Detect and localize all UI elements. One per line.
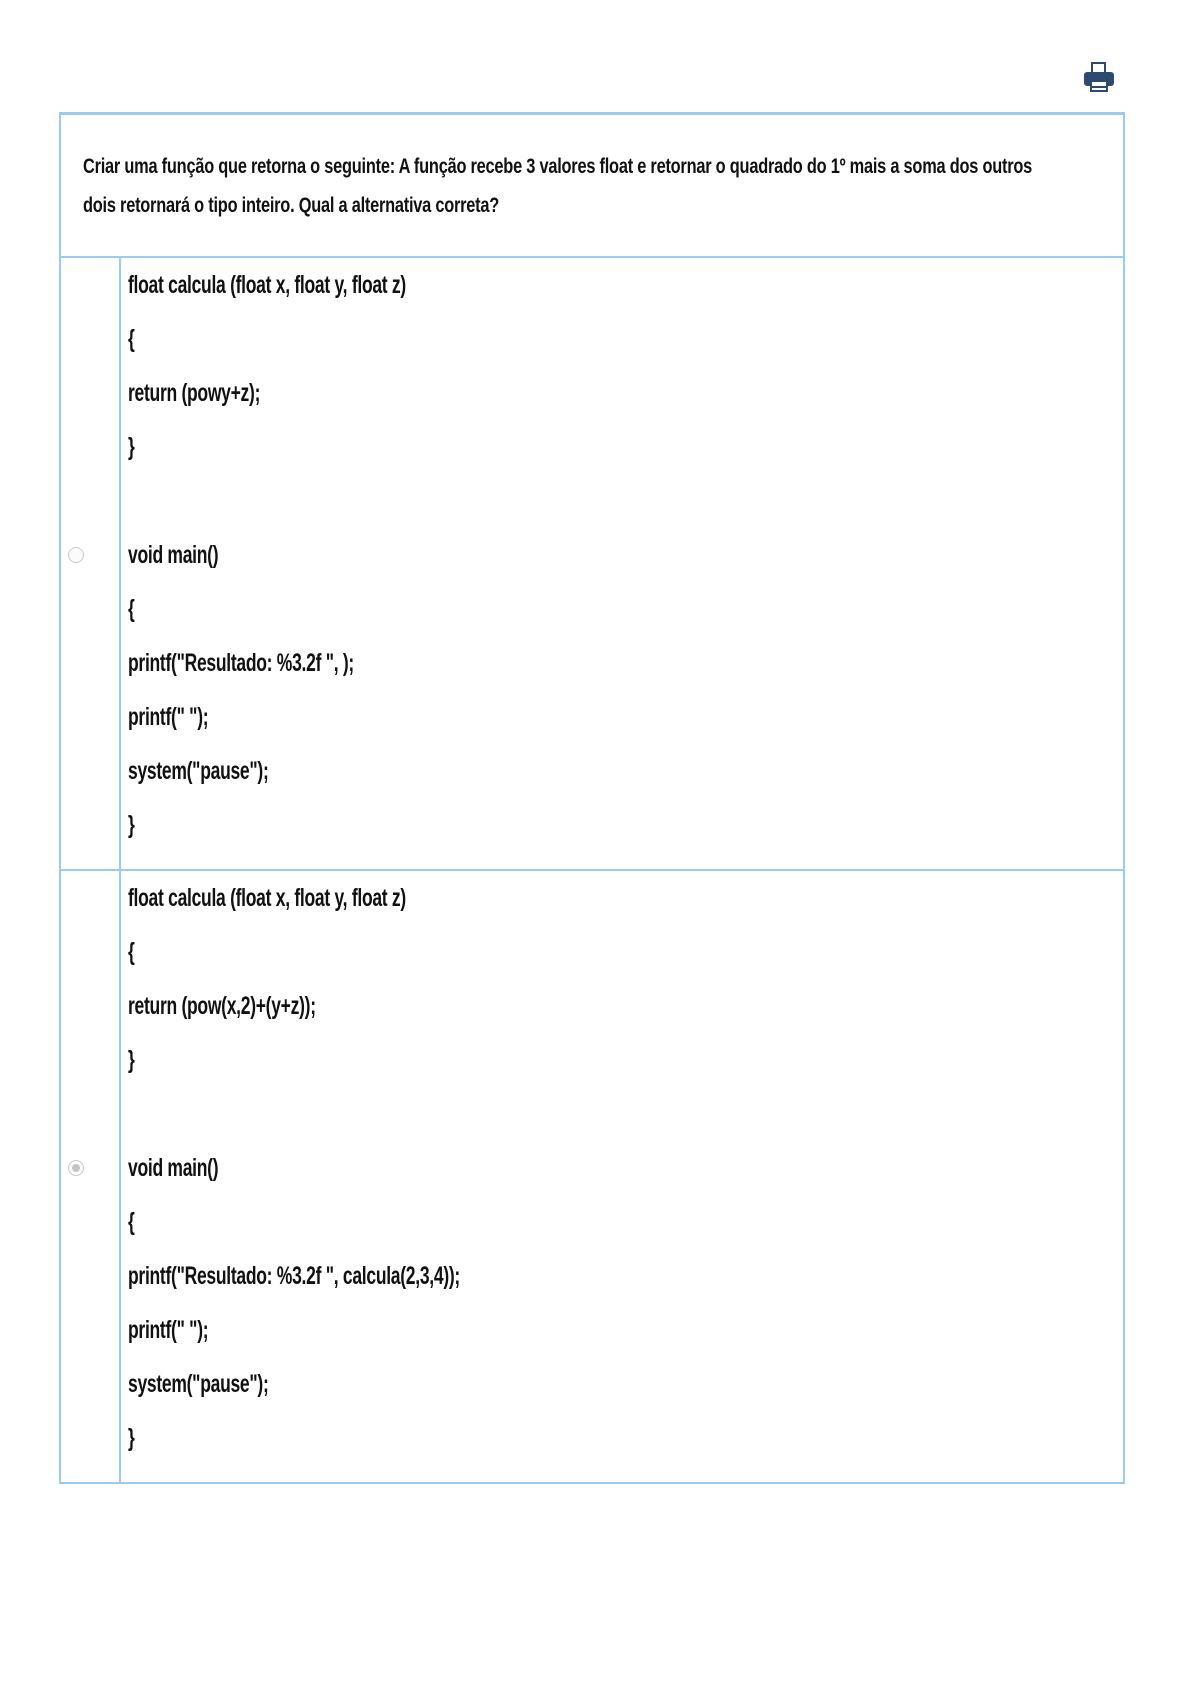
code-line: float calcula (float x, float y, float z…	[128, 884, 406, 912]
code-line: }	[128, 1424, 135, 1452]
question-line: dois retornará o tipo inteiro. Qual a al…	[83, 194, 500, 217]
code-line: {	[128, 325, 135, 353]
code-line: return (powy+z);	[128, 379, 261, 407]
code-line: void main()	[128, 1154, 219, 1182]
code-line: {	[128, 938, 135, 966]
answer-option-2[interactable]: float calcula (float x, float y, float z…	[61, 869, 1123, 1482]
answer-radio[interactable]	[68, 1160, 84, 1176]
printer-icon[interactable]	[1082, 60, 1116, 94]
code-line: {	[128, 595, 135, 623]
code-line: return (pow(x,2)+(y+z));	[128, 992, 316, 1020]
code-line: void main()	[128, 541, 219, 569]
code-line: }	[128, 1046, 135, 1074]
code-line: printf("Resultado: %3.2f ", );	[128, 649, 354, 677]
question-line: Criar uma função que retorna o seguinte:…	[83, 155, 1033, 178]
code-line	[128, 1087, 460, 1141]
question-text: Criar uma função que retorna o seguinte:…	[83, 147, 1032, 225]
code-line: float calcula (float x, float y, float z…	[128, 271, 406, 299]
question-header: Criar uma função que retorna o seguinte:…	[61, 115, 1123, 258]
answer-code: float calcula (float x, float y, float z…	[121, 871, 602, 1482]
code-line: printf(" ");	[128, 1316, 209, 1344]
code-line: system("pause");	[128, 1370, 269, 1398]
code-line: system("pause");	[128, 757, 269, 785]
radio-column	[61, 258, 121, 869]
code-line: }	[128, 811, 135, 839]
code-line: {	[128, 1208, 135, 1236]
question-card: Criar uma função que retorna o seguinte:…	[59, 112, 1125, 1484]
answer-option-1[interactable]: float calcula (float x, float y, float z…	[61, 258, 1123, 869]
answer-radio[interactable]	[68, 547, 84, 563]
code-line: printf(" ");	[128, 703, 209, 731]
code-line: printf("Resultado: %3.2f ", calcula(2,3,…	[128, 1262, 460, 1290]
radio-column	[61, 871, 121, 1482]
code-line: }	[128, 433, 135, 461]
answer-code: float calcula (float x, float y, float z…	[121, 258, 525, 869]
code-line	[128, 474, 406, 528]
